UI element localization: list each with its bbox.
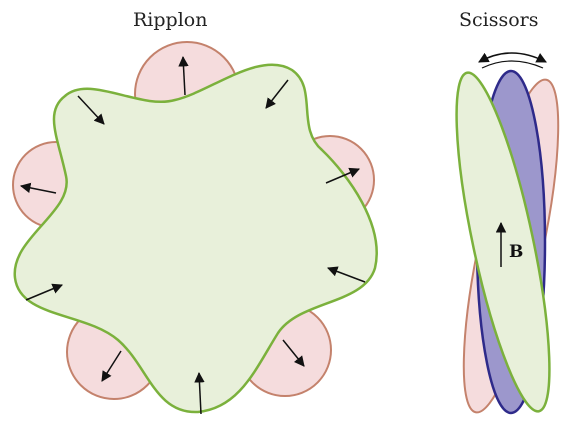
- arrow-top-left: [77, 95, 105, 125]
- arrow-top-right: [265, 79, 289, 109]
- scissors-rotation-arrow-inner: [481, 60, 544, 69]
- scissors-green-ellipse: [455, 71, 551, 413]
- scissors-rotation-arrow: [478, 52, 547, 63]
- arrow-left: [19, 182, 57, 194]
- ripplon-panel: [12, 41, 378, 415]
- scissors-panel: B: [455, 52, 560, 415]
- ripplon-arrows: [19, 55, 366, 415]
- arrow-right: [327, 266, 366, 283]
- arrow-lower-right: [282, 339, 305, 367]
- arrow-upper-right: [325, 167, 360, 184]
- arrow-lower-left: [25, 283, 63, 301]
- arrow-top: [178, 55, 189, 96]
- scissors-title: Scissors: [459, 9, 539, 31]
- ripplon-green-shape: [13, 63, 378, 414]
- field-label: B: [509, 242, 523, 262]
- arrow-lower-left-bottom: [101, 350, 122, 382]
- arrow-bottom: [194, 371, 205, 415]
- ripplon-title: Ripplon: [133, 9, 208, 31]
